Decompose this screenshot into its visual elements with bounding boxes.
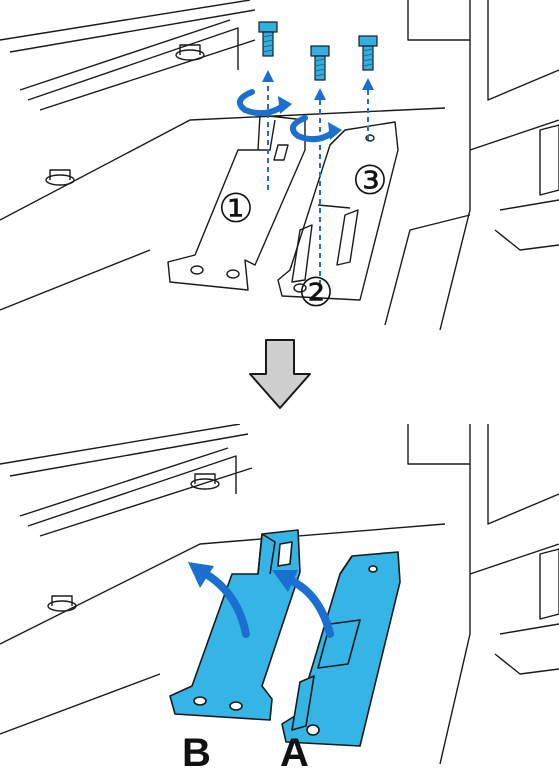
down-arrow-icon	[248, 338, 312, 410]
bracket-b	[170, 530, 300, 720]
part-label-b: B	[182, 731, 211, 774]
step-marker-3: ③	[352, 158, 388, 204]
part-label-a: A	[280, 731, 309, 774]
step-marker-1: ①	[218, 186, 254, 232]
screw-icon	[259, 22, 377, 80]
step-marker-2: ②	[298, 270, 334, 316]
lift-brackets-panel: B A	[0, 424, 559, 774]
remove-screws-panel: ① ② ③	[0, 0, 559, 330]
